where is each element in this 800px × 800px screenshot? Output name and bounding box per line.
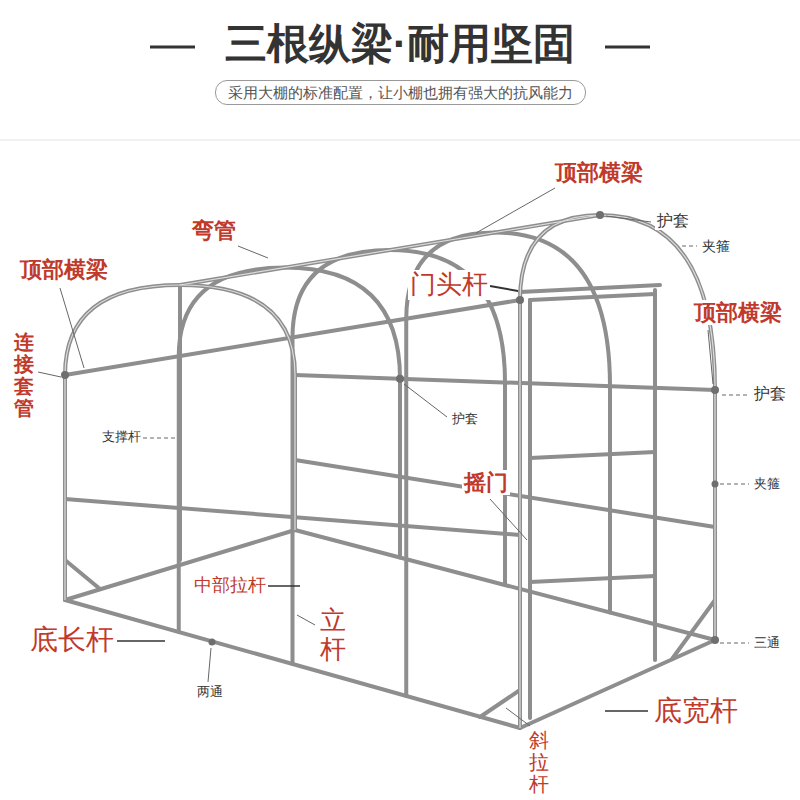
part-label: 三通: [752, 636, 782, 651]
leader-lines: [38, 188, 749, 726]
sleeve: [711, 386, 719, 394]
leader-line: [506, 708, 530, 726]
door-stile: [653, 290, 657, 660]
caption: 采用大棚的标准配置，让小棚也拥有强大的抗风能力: [215, 80, 586, 105]
part-label: 夹箍: [700, 238, 732, 254]
part-label: 顶部横梁: [692, 300, 784, 325]
vertical-part-label: 连接套管: [12, 330, 36, 420]
top-beam: [180, 215, 600, 285]
part-label: 护套: [450, 412, 480, 427]
diagonal-brace: [480, 690, 520, 717]
title-dash: [150, 46, 195, 49]
leader-line: [720, 484, 749, 485]
two-way-joint: [209, 639, 216, 646]
leader-line: [208, 648, 211, 682]
tube-highlight: [520, 215, 715, 728]
leader-line: [490, 286, 518, 291]
vertical-part-label: 立杆: [318, 605, 348, 664]
leader-line: [708, 330, 713, 384]
part-label: 顶部横梁: [553, 160, 645, 185]
leader-line: [682, 246, 697, 247]
leader-line: [606, 216, 651, 222]
sleeve: [61, 371, 69, 379]
leader-line: [297, 615, 315, 625]
door-rail: [530, 576, 655, 582]
clamp: [712, 481, 719, 488]
bent-tube: [65, 285, 295, 600]
bottom-long-rod: [295, 530, 715, 640]
diagonal-brace: [65, 560, 100, 589]
part-label: 支撑杆: [100, 430, 143, 445]
top-beam: [295, 375, 715, 390]
door-rail: [530, 452, 655, 458]
part-label: 底宽杆: [652, 695, 740, 727]
vertical-part-label: 斜拉杆: [527, 728, 551, 796]
diagonal-brace: [672, 600, 715, 659]
tee-joint: [711, 636, 719, 644]
door-stile: [528, 300, 532, 718]
leader-line: [720, 643, 749, 644]
part-label: 摇门: [462, 470, 510, 495]
leader-line: [268, 585, 300, 587]
part-label: 底长杆: [28, 624, 116, 656]
leader-line: [117, 640, 165, 642]
leader-line: [238, 246, 268, 258]
part-label: 护套: [655, 212, 691, 230]
part-label: 两通: [195, 685, 225, 700]
leader-line: [476, 188, 555, 233]
support-rod: [178, 285, 182, 560]
leader-line: [605, 710, 648, 712]
leader-line: [143, 438, 175, 439]
tube-highlight: [65, 215, 715, 728]
top-beam: [65, 300, 520, 375]
sleeve: [596, 211, 604, 219]
bent-tube: [520, 215, 715, 728]
leader-line: [404, 384, 447, 417]
part-label: 门头杆: [408, 270, 490, 300]
tube-highlight: [65, 285, 295, 600]
leader-line: [490, 499, 527, 540]
fittings: [61, 211, 719, 646]
part-label: 弯管: [190, 218, 238, 243]
bent-tube: [293, 250, 506, 664]
frame-tubes: [65, 215, 715, 728]
part-label: 护套: [752, 385, 788, 403]
part-label: 顶部横梁: [18, 257, 110, 282]
title-dash: [605, 46, 650, 49]
leader-line: [60, 288, 84, 368]
leader-line: [722, 395, 749, 396]
tube-highlight: [180, 215, 600, 285]
separator-line: [0, 140, 800, 141]
title: 三根纵梁·耐用坚固: [0, 20, 800, 68]
part-label: 中部拉杆: [192, 575, 268, 596]
bent-tube: [179, 268, 400, 633]
part-label: 夹箍: [752, 477, 782, 492]
bottom-long-rod: [65, 600, 520, 728]
door-rail: [530, 294, 655, 300]
sleeve: [516, 296, 524, 304]
door-header-rod: [520, 285, 660, 292]
leader-line: [38, 372, 61, 377]
middle-rod: [295, 460, 715, 527]
sleeve: [396, 375, 404, 383]
